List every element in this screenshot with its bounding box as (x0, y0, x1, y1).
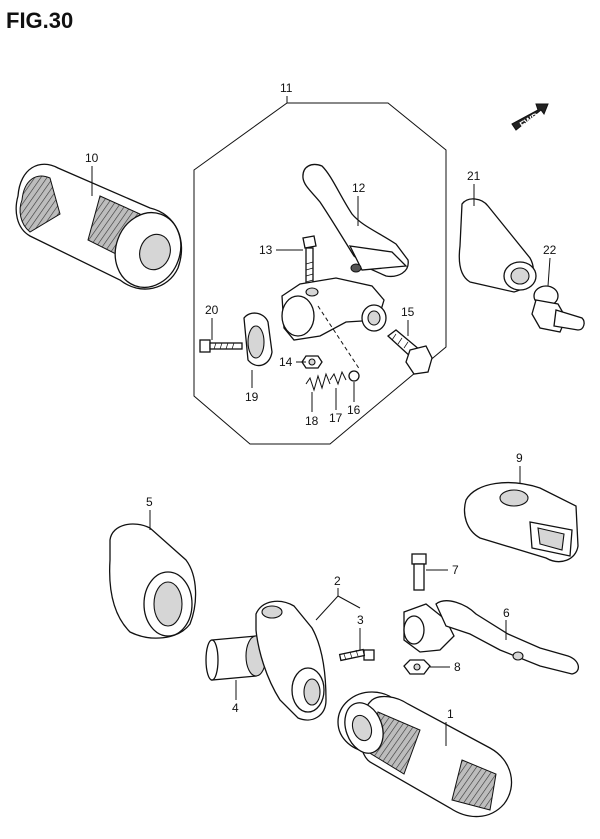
callout-16: 16 (347, 403, 361, 417)
callout-9: 9 (516, 451, 523, 465)
part-3-screw (338, 648, 375, 662)
part-12-clutch-lever (302, 163, 409, 278)
callout-13: 13 (259, 243, 273, 257)
part-6-brake-lever (403, 600, 579, 675)
callout-17: 17 (329, 411, 343, 425)
part-21-lever-cover (458, 198, 537, 293)
callout-4: 4 (232, 701, 239, 715)
forward-arrow-icon: FWD (511, 103, 549, 131)
callout-3: 3 (357, 613, 364, 627)
part-8-nut (403, 659, 431, 675)
part-9-perch-cover (463, 482, 579, 563)
part-20-clamp-bolt (199, 339, 243, 353)
callout-8: 8 (454, 660, 461, 674)
part-4-collar (205, 635, 267, 681)
part-18-spring (305, 372, 331, 392)
part-22-cable-adjuster (531, 285, 585, 333)
callout-14: 14 (279, 355, 293, 369)
part-5-housing-cover (108, 523, 197, 639)
figure-title: FIG.30 (6, 8, 73, 33)
callout-15: 15 (401, 305, 415, 319)
callout-21: 21 (467, 169, 481, 183)
part-10-left-grip (15, 163, 183, 290)
callout-2: 2 (334, 574, 341, 588)
callout-7: 7 (452, 563, 459, 577)
part-2-throttle-housing (255, 600, 327, 721)
part-13-pivot-bolt (302, 235, 317, 291)
callout-12: 12 (352, 181, 366, 195)
callout-labels: 1 2 3 4 5 6 7 8 9 10 11 12 13 14 15 16 1… (85, 81, 557, 721)
part-15-adjuster (386, 329, 433, 375)
callout-1: 1 (447, 707, 454, 721)
part-7-pivot-bolt (411, 553, 427, 591)
lever-perch-body (281, 277, 387, 341)
callout-11: 11 (280, 81, 293, 95)
callout-10: 10 (85, 151, 99, 165)
callout-19: 19 (245, 390, 259, 404)
part-17-spring (329, 370, 347, 386)
callout-20: 20 (205, 303, 219, 317)
callout-22: 22 (543, 243, 557, 257)
callout-6: 6 (503, 606, 510, 620)
part-14-nut (301, 355, 323, 369)
assembly-11-boundary (193, 102, 447, 445)
leader-lines (91, 96, 551, 746)
callout-18: 18 (305, 414, 319, 428)
part-16-ball (348, 370, 360, 382)
part-1-throttle-grip (337, 691, 513, 818)
part-19-clamp (243, 312, 273, 367)
callout-5: 5 (146, 495, 153, 509)
